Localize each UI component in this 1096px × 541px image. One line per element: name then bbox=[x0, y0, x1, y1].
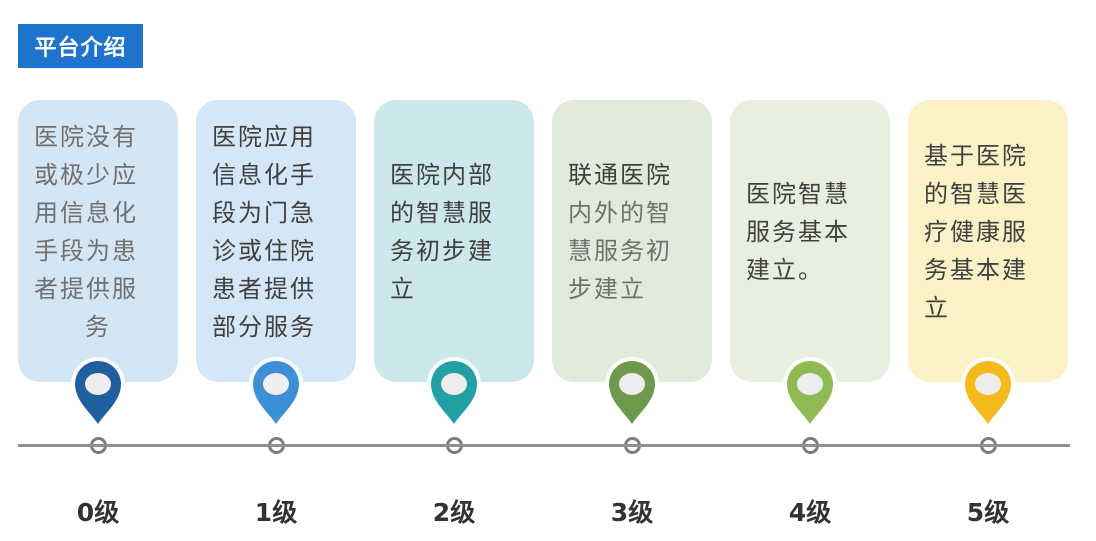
stage-description-line: 者提供服 bbox=[34, 275, 138, 303]
stage-description: 联通医院内外的智慧服务初步建立 bbox=[568, 156, 696, 308]
stage-description-line: 部分服务 bbox=[212, 313, 316, 341]
stage-description-line: 慧服务初 bbox=[568, 237, 672, 265]
location-pin-icon bbox=[781, 356, 839, 430]
stage-description-line: 务基本建 bbox=[924, 256, 1028, 284]
stage-description-line: 立 bbox=[390, 275, 416, 303]
stage-description-line: 联通医院 bbox=[568, 161, 672, 189]
location-pin-icon bbox=[425, 356, 483, 430]
stage-description: 医院内部的智慧服务初步建立 bbox=[390, 156, 518, 308]
page-title: 平台介绍 bbox=[18, 24, 143, 68]
stage-description-line: 医院智慧 bbox=[746, 180, 850, 208]
stage-description-line: 基于医院 bbox=[924, 142, 1028, 170]
stage-description: 医院智慧服务基本建立。 bbox=[746, 175, 874, 289]
stage-description-line: 段为门急 bbox=[212, 199, 316, 227]
level-label: 1级 bbox=[254, 498, 298, 527]
level-label: 3级 bbox=[610, 498, 654, 527]
stage-description-line: 的智慧医 bbox=[924, 180, 1028, 208]
stage-description-line: 医院内部 bbox=[390, 161, 494, 189]
level-label: 0级 bbox=[76, 498, 120, 527]
stage-description-line: 医院应用 bbox=[212, 123, 316, 151]
stage-description-line: 疗健康服 bbox=[924, 218, 1028, 246]
stage-description-line: 诊或住院 bbox=[212, 237, 316, 265]
location-pin-icon bbox=[959, 356, 1017, 430]
level-label: 2级 bbox=[432, 498, 476, 527]
level-label: 5级 bbox=[966, 498, 1010, 527]
stage-description: 基于医院的智慧医疗健康服务基本建立 bbox=[924, 137, 1052, 327]
stage-card-3: 联通医院内外的智慧服务初步建立 bbox=[552, 100, 712, 382]
stage-description-line: 建立。 bbox=[746, 256, 824, 284]
location-pin-icon bbox=[247, 356, 305, 430]
stage-card-0: 医院没有或极少应用信息化手段为患者提供服务 bbox=[18, 100, 178, 382]
stage-description-line: 步建立 bbox=[568, 275, 646, 303]
stage-card-4: 医院智慧服务基本建立。 bbox=[730, 100, 890, 382]
stage-description: 医院没有或极少应用信息化手段为患者提供服务 bbox=[34, 118, 162, 346]
stage-description-line: 手段为患 bbox=[34, 237, 138, 265]
stage-description-line: 内外的智 bbox=[568, 199, 672, 227]
stage-description-line: 信息化手 bbox=[212, 161, 316, 189]
stage-description-line: 务初步建 bbox=[390, 237, 494, 265]
stage-card-5: 基于医院的智慧医疗健康服务基本建立 bbox=[908, 100, 1068, 382]
stage-description-line: 的智慧服 bbox=[390, 199, 494, 227]
stage-description-line: 服务基本 bbox=[746, 218, 850, 246]
stage-description: 医院应用信息化手段为门急诊或住院患者提供部分服务 bbox=[212, 118, 340, 346]
stage-description-line: 立 bbox=[924, 294, 950, 322]
stage-description-line: 患者提供 bbox=[212, 275, 316, 303]
location-pin-icon bbox=[603, 356, 661, 430]
level-label: 4级 bbox=[788, 498, 832, 527]
timeline-axis bbox=[18, 444, 1070, 447]
location-pin-icon bbox=[69, 356, 127, 430]
stage-description-line: 务 bbox=[85, 313, 111, 341]
stage-card-2: 医院内部的智慧服务初步建立 bbox=[374, 100, 534, 382]
stage-description-line: 或极少应 bbox=[34, 161, 138, 189]
stage-description-line: 医院没有 bbox=[34, 123, 138, 151]
stage-description-line: 用信息化 bbox=[34, 199, 138, 227]
stage-card-1: 医院应用信息化手段为门急诊或住院患者提供部分服务 bbox=[196, 100, 356, 382]
